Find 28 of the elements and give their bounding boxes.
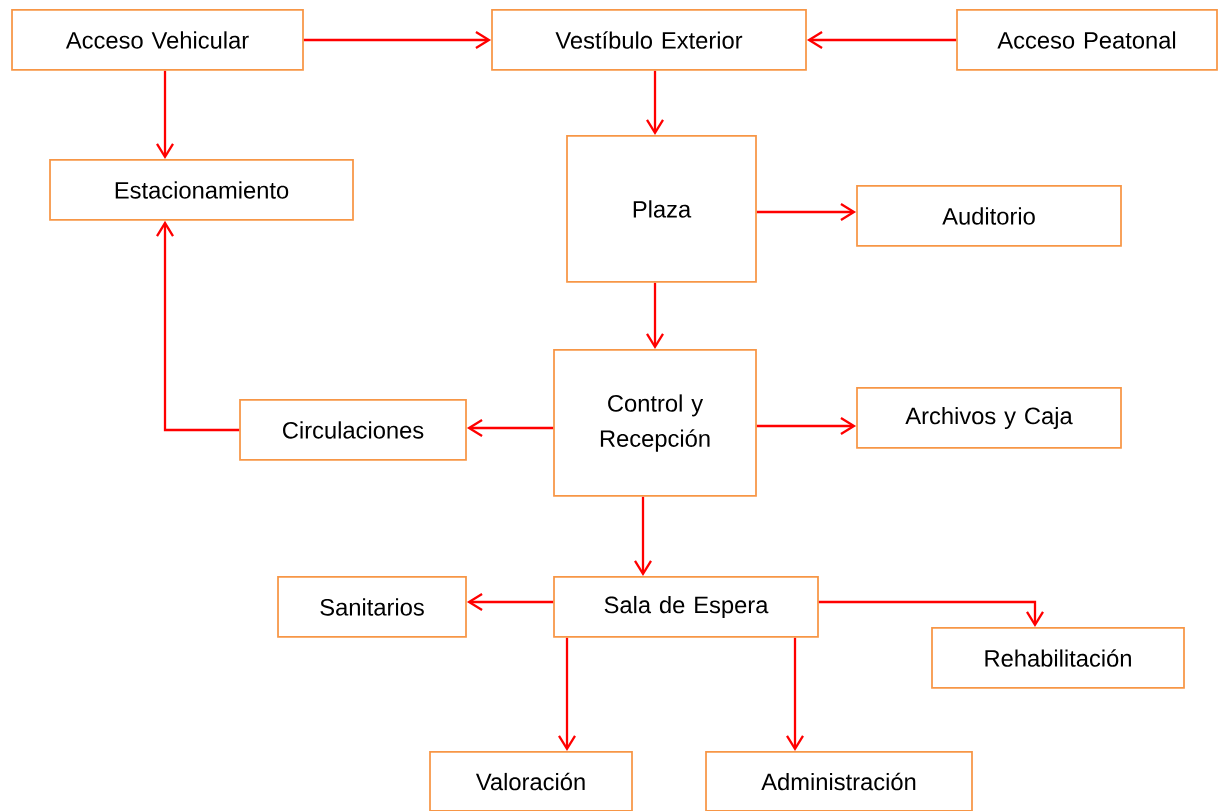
process-box: Plaza bbox=[566, 135, 757, 283]
arrow bbox=[646, 282, 664, 350]
arrow bbox=[303, 31, 492, 49]
process-box: Sanitarios bbox=[277, 576, 467, 638]
arrow bbox=[756, 417, 857, 435]
process-box: Circulaciones bbox=[239, 399, 467, 461]
process-box: Administración bbox=[705, 751, 973, 811]
arrow bbox=[558, 637, 576, 752]
process-box: Valoración bbox=[429, 751, 633, 811]
arrow bbox=[466, 593, 554, 611]
arrow bbox=[156, 220, 240, 432]
process-box: Estacionamiento bbox=[49, 159, 354, 221]
process-box: Auditorio bbox=[856, 185, 1122, 247]
process-box: Rehabilitación bbox=[931, 627, 1185, 689]
arrow bbox=[806, 31, 957, 49]
process-box: Acceso Vehicular bbox=[11, 9, 304, 71]
process-box: Archivos y Caja bbox=[856, 387, 1122, 449]
process-box: Sala de Espera bbox=[553, 576, 819, 638]
process-box: Control y Recepción bbox=[553, 349, 757, 497]
arrow bbox=[786, 637, 804, 752]
arrow bbox=[818, 600, 1044, 628]
arrow bbox=[646, 70, 664, 136]
arrow bbox=[156, 70, 174, 160]
process-box: Vestíbulo Exterior bbox=[491, 9, 807, 71]
arrow bbox=[634, 496, 652, 577]
arrow bbox=[756, 203, 857, 221]
arrow bbox=[466, 419, 554, 437]
process-box: Acceso Peatonal bbox=[956, 9, 1218, 71]
